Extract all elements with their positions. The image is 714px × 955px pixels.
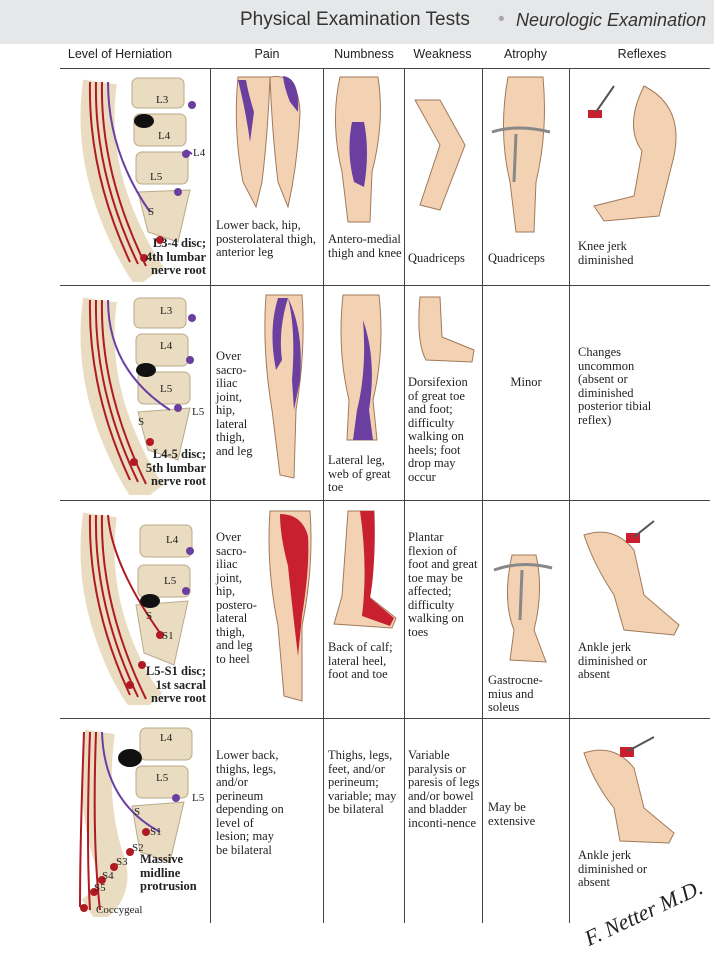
reflex-hammer-illustration — [583, 736, 675, 844]
title-separator-dot: • — [498, 9, 505, 30]
weakness-text: Plantar flexion of foot and great toe ma… — [408, 530, 478, 639]
reflexes-text: Ankle jerk diminished or absent — [578, 640, 648, 681]
page-title: Physical Examination Tests — [240, 9, 470, 30]
pain-illustration — [235, 75, 301, 209]
herniation-level-label: Massive midline protrusion — [140, 852, 197, 893]
pain-illustration — [268, 510, 312, 702]
numbness-illustration — [335, 76, 381, 223]
numbness-text: Lateral leg, web of great toe — [328, 453, 391, 494]
spine-illustration — [79, 727, 193, 917]
vertebra-label: L3 — [160, 305, 173, 317]
nerve-label: S4 — [102, 870, 114, 882]
herniation-level-label: L3-4 disc; 4th lumbar nerve root — [145, 236, 206, 277]
vertebra-label: S — [138, 416, 145, 428]
vertebra-label: S — [134, 806, 141, 818]
col-divider — [482, 68, 483, 923]
vertebra-label: S — [148, 206, 155, 218]
spine-illustration — [80, 77, 196, 282]
row-divider — [60, 68, 710, 69]
nerve-label: S3 — [116, 856, 128, 868]
col-header-pain: Pain — [254, 47, 280, 61]
reflex-hammer-illustration — [583, 520, 680, 636]
reflex-hammer-illustration — [588, 85, 677, 222]
col-header-level: Level of Herniation — [67, 47, 173, 61]
herniation-level-label: L5-S1 disc; 1st sacral nerve root — [145, 664, 206, 705]
col-header-weakness: Weakness — [413, 47, 472, 61]
numbness-text: Antero-medial thigh and knee — [328, 232, 402, 260]
numbness-text: Back of calf; lateral heel, foot and toe — [328, 640, 393, 681]
row-divider — [60, 500, 710, 501]
weakness-illustration — [418, 296, 475, 363]
atrophy-text: Gastrocne-mius and soleus — [488, 673, 543, 714]
weakness-text: Quadriceps — [408, 251, 465, 265]
nerve-label: S5 — [94, 882, 106, 894]
nerve-label: Coccygeal — [96, 904, 143, 916]
row-divider — [60, 718, 710, 719]
pain-illustration — [264, 294, 304, 479]
numbness-illustration — [333, 510, 397, 629]
col-divider — [404, 68, 405, 923]
reflexes-text: Knee jerk diminished — [578, 239, 634, 267]
numbness-text: Thighs, legs, feet, and/or perineum; var… — [328, 748, 397, 816]
vertebra-label: L4 — [160, 340, 173, 352]
nerve-label: L5 — [192, 792, 205, 804]
atrophy-text: Minor — [510, 375, 542, 389]
weakness-text: Dorsifexion of great toe and foot; diffi… — [408, 375, 468, 484]
nerve-label: L5 — [192, 406, 205, 418]
vertebra-label: L4 — [160, 732, 173, 744]
vertebra-label: L5 — [150, 171, 163, 183]
col-header-atrophy: Atrophy — [503, 47, 548, 61]
pain-text: Lower back, thighs, legs, and/or perineu… — [216, 748, 284, 857]
pain-text: Lower back, hip, posterolateral thigh, a… — [216, 218, 316, 259]
atrophy-illustration — [491, 76, 551, 233]
vertebra-label: L4 — [166, 534, 179, 546]
weakness-illustration — [414, 99, 466, 211]
nerve-label: S1 — [162, 630, 174, 642]
col-header-numbness: Numbness — [334, 47, 394, 61]
page-header: Physical Examination Tests • Neurologic … — [0, 0, 714, 44]
vertebra-label: L3 — [156, 94, 169, 106]
nerve-label: L4 — [193, 147, 206, 159]
nerve-label: S2 — [132, 842, 144, 854]
nerve-label: S1 — [150, 826, 162, 838]
page-subtitle: Neurologic Examination — [516, 10, 707, 30]
pain-text: Over sacro-iliac joint, hip, lateral thi… — [216, 349, 253, 458]
col-divider — [210, 68, 211, 923]
atrophy-illustration — [493, 554, 553, 663]
atrophy-text: Quadriceps — [488, 251, 545, 265]
vertebra-label: L5 — [156, 772, 169, 784]
atrophy-text: May be extensive — [488, 800, 536, 828]
vertebra-label: L4 — [158, 130, 171, 142]
reflexes-text: Ankle jerk diminished or absent — [578, 848, 648, 889]
pain-text: Over sacro-iliac joint, hip, postero-lat… — [216, 530, 257, 666]
col-header-reflexes: Reflexes — [617, 47, 667, 61]
vertebra-label: L5 — [164, 575, 177, 587]
vertebra-label: S — [146, 610, 153, 622]
row-divider — [60, 285, 710, 286]
spine-illustration — [80, 297, 196, 495]
weakness-text: Variable paralysis or paresis of legs an… — [408, 748, 480, 830]
vertebra-label: L5 — [160, 383, 173, 395]
numbness-illustration — [340, 294, 382, 441]
reflexes-text: Changes uncommon (absent or diminished p… — [578, 345, 652, 427]
spine-illustration — [80, 512, 194, 705]
col-divider — [323, 68, 324, 923]
herniation-level-label: L4-5 disc; 5th lumbar nerve root — [145, 447, 206, 488]
col-divider — [569, 68, 570, 923]
